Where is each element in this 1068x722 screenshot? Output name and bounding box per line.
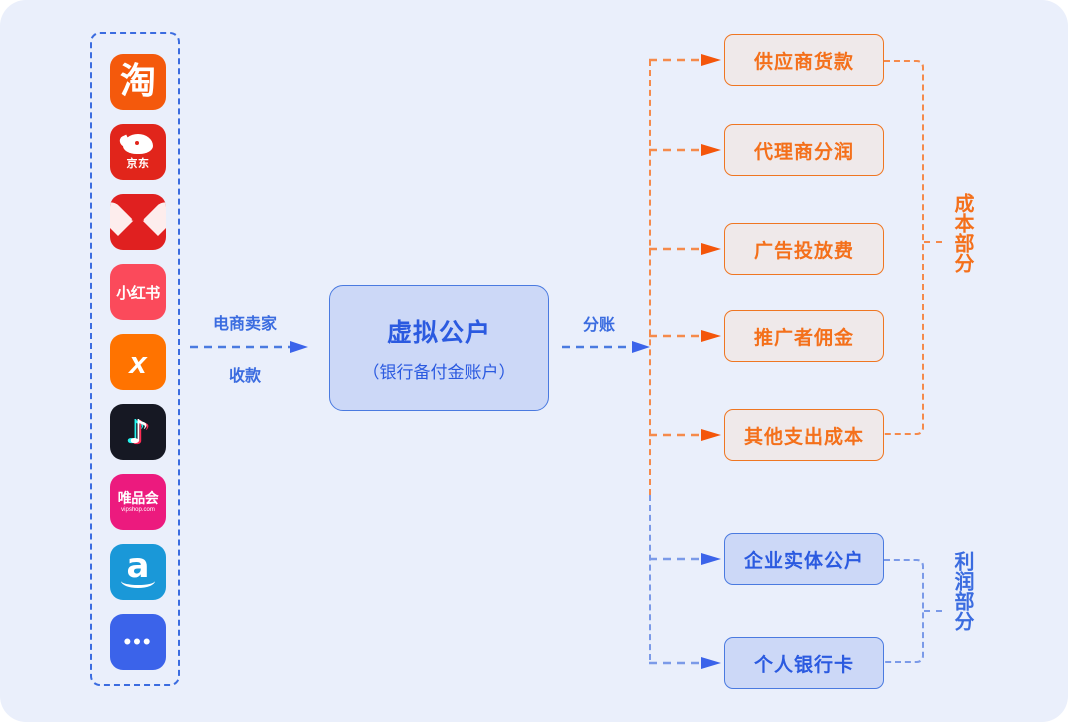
distribution-trunk-profit xyxy=(649,495,651,660)
platform-icon-vipshop[interactable]: 唯品会 vipshop.com xyxy=(110,474,166,530)
taobao-icon: 淘 xyxy=(119,61,156,102)
brace-profit-group xyxy=(884,559,924,663)
jd-label: 京东 xyxy=(126,157,150,170)
branch-arrow-cost-2 xyxy=(649,144,721,156)
jd-dog-shape xyxy=(123,133,153,154)
group-label-cost: 成本部分 xyxy=(951,193,973,273)
distribution-trunk-cost xyxy=(649,60,651,495)
vipshop-icon: 唯品会 vipshop.com xyxy=(117,490,159,513)
dest-box-promoter-commission[interactable]: 推广者佣金 xyxy=(724,310,884,362)
brace-profit-stub xyxy=(924,610,942,612)
branch-arrow-cost-3 xyxy=(649,243,721,255)
pdd-icon: 拼 xyxy=(118,204,158,240)
dest-box-ad-spend[interactable]: 广告投放费 xyxy=(724,223,884,275)
split-label: 分账 xyxy=(582,317,615,334)
platform-icon-douyin[interactable]: ♪ ♪ ♪ xyxy=(110,404,166,460)
branch-arrow-profit-2 xyxy=(649,657,721,669)
dest-box-enterprise-account[interactable]: 企业实体公户 xyxy=(724,533,884,585)
branch-arrow-cost-1 xyxy=(649,54,721,66)
branch-arrow-profit-1 xyxy=(649,553,721,565)
branch-arrow-cost-5 xyxy=(649,429,721,441)
more-dots-icon: ••• xyxy=(123,629,153,654)
inflow-arrow xyxy=(190,341,308,353)
platform-icon-taobao[interactable]: 淘 xyxy=(110,54,166,110)
platform-icon-xiaohongshu[interactable]: 小红书 xyxy=(110,264,166,320)
branch-arrow-cost-4 xyxy=(649,330,721,342)
dest-box-personal-bank-card[interactable]: 个人银行卡 xyxy=(724,637,884,689)
brace-cost-group xyxy=(884,60,924,435)
inflow-label-top: 电商卖家 xyxy=(212,316,277,333)
tiktok-icon: ♪ ♪ ♪ xyxy=(125,412,152,452)
amazon-icon: a xyxy=(118,549,158,589)
platform-icon-more[interactable]: ••• xyxy=(110,614,166,670)
xiaohongshu-icon: 小红书 xyxy=(116,284,160,302)
platform-group-container: 淘 京东 拼 小红书 x ♪ ♪ ♪ xyxy=(90,32,180,686)
vipshop-label: 唯品会 xyxy=(117,490,159,507)
vipshop-sublabel: vipshop.com xyxy=(121,506,155,513)
platform-icon-amazon[interactable]: a xyxy=(110,544,166,600)
platform-icon-alibaba[interactable]: x xyxy=(110,334,166,390)
brace-cost-stub xyxy=(924,241,942,243)
platform-icon-pinduoduo[interactable]: 拼 xyxy=(110,194,166,250)
central-node-title: 虚拟公户 xyxy=(386,319,491,347)
dest-box-agent-share[interactable]: 代理商分润 xyxy=(724,124,884,176)
central-node-subtitle: （银行备付金账户） xyxy=(362,363,516,382)
jd-icon: 京东 xyxy=(123,133,153,171)
split-arrow xyxy=(562,341,650,353)
group-label-profit: 利润部分 xyxy=(951,551,973,631)
inflow-label-bottom: 收款 xyxy=(228,368,261,385)
dest-box-supplier-payment[interactable]: 供应商货款 xyxy=(724,34,884,86)
central-node-virtual-account[interactable]: 虚拟公户 （银行备付金账户） xyxy=(329,285,549,411)
alibaba-icon: x xyxy=(129,344,147,380)
dest-box-other-cost[interactable]: 其他支出成本 xyxy=(724,409,884,461)
pdd-label: 拼 xyxy=(131,216,145,231)
platform-icon-jingdong[interactable]: 京东 xyxy=(110,124,166,180)
amazon-smile-shape xyxy=(121,574,155,588)
